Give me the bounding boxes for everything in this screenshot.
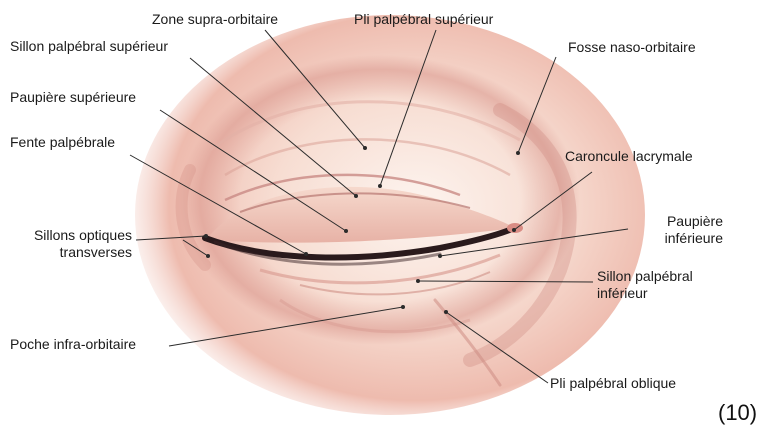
leader-dot <box>512 228 516 232</box>
leader-dot <box>416 279 420 283</box>
figure-number: (10) <box>718 400 757 426</box>
label-sillon-palpebral-superieur: Sillon palpébral supérieur <box>10 38 168 55</box>
label-pli-palpebral-oblique: Pli palpébral oblique <box>550 375 676 392</box>
label-caroncule-lacrymale: Caroncule lacrymale <box>565 148 693 165</box>
leader-dot <box>354 194 358 198</box>
label-pli-palpebral-superieur: Pli palpébral supérieur <box>354 11 493 28</box>
leader-dot <box>438 254 442 258</box>
leader-dot <box>304 252 308 256</box>
leader-dot <box>401 305 405 309</box>
leader-dot <box>204 234 208 238</box>
leader-dot <box>363 146 367 150</box>
label-paupiere-inferieure: Paupière inférieure <box>628 213 723 247</box>
label-sillon-palpebral-inferieur: Sillon palpébral inférieur <box>597 268 693 302</box>
label-paupiere-superieure: Paupière supérieure <box>10 89 136 106</box>
label-zone-supra-orbitaire: Zone supra-orbitaire <box>152 11 278 28</box>
label-fosse-naso-orbitaire: Fosse naso-orbitaire <box>568 39 696 56</box>
leader-dot <box>344 229 348 233</box>
label-sillons-optiques-transverses: Sillons optiques transverses <box>10 227 132 261</box>
leader-dot <box>516 151 520 155</box>
label-fente-palpebrale: Fente palpébrale <box>10 134 115 151</box>
leader-dot <box>444 310 448 314</box>
label-poche-infra-orbitaire: Poche infra-orbitaire <box>10 336 136 353</box>
leader-dot <box>378 184 382 188</box>
leader-dot <box>206 254 210 258</box>
